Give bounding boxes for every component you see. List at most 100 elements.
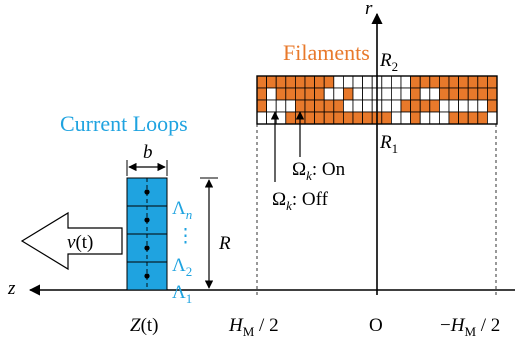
filament-cell-on bbox=[342, 87, 354, 101]
tick-z-t: Z(t) bbox=[130, 315, 159, 336]
filament-cell-off bbox=[381, 99, 392, 113]
filament-cell-on bbox=[342, 111, 354, 125]
filament-cell-on bbox=[314, 75, 325, 89]
filament-cell-off bbox=[256, 111, 268, 125]
filament-cell-on bbox=[294, 75, 306, 89]
filament-cell-off bbox=[448, 99, 460, 113]
filament-cell-on bbox=[304, 87, 316, 101]
filament-cell-off bbox=[486, 111, 498, 125]
tick-origin: O bbox=[369, 315, 383, 336]
filaments-label: Filaments bbox=[283, 40, 370, 65]
loop-3-center bbox=[144, 217, 150, 223]
filament-cell-on bbox=[256, 87, 268, 101]
filament-cell-on bbox=[438, 87, 450, 101]
filament-cell-off bbox=[342, 75, 354, 89]
filament-cell-off bbox=[342, 99, 354, 113]
filament-cell-off bbox=[390, 99, 402, 113]
filament-cell-off bbox=[467, 99, 479, 113]
velocity-arrow bbox=[20, 211, 123, 271]
filament-cell-on bbox=[410, 75, 421, 89]
filament-cell-on bbox=[429, 99, 440, 113]
filament-cell-off bbox=[390, 87, 402, 101]
filament-cell-on bbox=[410, 87, 421, 101]
filament-cell-on bbox=[486, 99, 498, 113]
filament-cell-off bbox=[323, 87, 335, 101]
filament-cell-off bbox=[400, 75, 412, 89]
filament-cell-on bbox=[314, 111, 325, 125]
filament-cell-off bbox=[275, 111, 287, 125]
filament-cell-on bbox=[256, 99, 268, 113]
r2-label: R2 bbox=[379, 50, 398, 74]
tick-hm-left: HM / 2 bbox=[228, 315, 279, 339]
velocity-label: v(t) bbox=[67, 232, 93, 253]
filament-cell-on bbox=[477, 75, 488, 89]
filament-cell-off bbox=[390, 111, 402, 125]
filament-cell-on bbox=[285, 75, 296, 89]
filament-cell-on bbox=[467, 75, 479, 89]
filament-cell-on bbox=[294, 99, 306, 113]
filament-cell-on bbox=[333, 99, 344, 113]
filament-cell-on bbox=[323, 99, 335, 113]
filament-cell-off bbox=[362, 99, 373, 113]
filament-cell-off bbox=[285, 99, 296, 113]
filament-cell-on bbox=[275, 75, 287, 89]
filament-cell-on bbox=[352, 111, 364, 125]
filament-cell-on bbox=[304, 99, 316, 113]
filament-cell-off bbox=[352, 99, 364, 113]
filament-cell-off bbox=[381, 87, 392, 101]
filament-cell-on bbox=[294, 87, 306, 101]
filament-cell-off bbox=[352, 75, 364, 89]
filament-cell-off bbox=[438, 99, 450, 113]
filament-cell-off bbox=[477, 99, 488, 113]
filament-cell-on bbox=[477, 111, 488, 125]
filament-cell-on bbox=[438, 75, 450, 89]
filament-cell-off bbox=[400, 111, 412, 125]
filament-cell-off bbox=[266, 87, 277, 101]
filament-cell-on bbox=[333, 111, 344, 125]
filament-cell-on bbox=[458, 87, 469, 101]
filament-cell-off bbox=[352, 87, 364, 101]
filament-cell-on bbox=[285, 87, 296, 101]
r1-label: R1 bbox=[379, 132, 398, 156]
filament-cell-on bbox=[448, 75, 460, 89]
filament-cell-on bbox=[285, 111, 296, 125]
filament-cell-off bbox=[438, 111, 450, 125]
filament-cell-on bbox=[419, 75, 431, 89]
filament-cell-on bbox=[467, 87, 479, 101]
lambda-dots: ⋮ bbox=[176, 226, 195, 247]
filament-cell-off bbox=[275, 99, 287, 113]
filament-cell-off bbox=[333, 75, 344, 89]
filament-cell-off bbox=[362, 87, 373, 101]
filament-cell-on bbox=[458, 111, 469, 125]
filament-cell-on bbox=[314, 87, 325, 101]
filament-cell-off bbox=[419, 87, 431, 101]
filament-cell-on bbox=[448, 111, 460, 125]
filament-cell-on bbox=[486, 75, 498, 89]
loop-n-center bbox=[144, 189, 150, 195]
filament-cell-on bbox=[419, 99, 431, 113]
omega-on-label: Ωk: On bbox=[292, 159, 346, 183]
filament-cell-off bbox=[390, 75, 402, 89]
current-loop-stack bbox=[126, 177, 168, 291]
filament-cell-on bbox=[410, 99, 421, 113]
filament-cell-on bbox=[266, 75, 277, 89]
filament-cell-off bbox=[429, 87, 440, 101]
filament-cell-on bbox=[477, 87, 488, 101]
filament-cell-on bbox=[448, 87, 460, 101]
loop-1-center bbox=[144, 273, 150, 279]
filament-cell-on bbox=[486, 87, 498, 101]
r-axis-label: r bbox=[365, 0, 373, 19]
current-loops-label: Current Loops bbox=[60, 111, 188, 136]
filament-cell-off bbox=[429, 111, 440, 125]
filament-cell-off bbox=[400, 87, 412, 101]
omega-off-label: Ωk: Off bbox=[272, 189, 329, 213]
filament-cell-off bbox=[266, 99, 277, 113]
filament-cell-on bbox=[381, 111, 392, 125]
filament-cell-on bbox=[304, 75, 316, 89]
filament-cell-off bbox=[458, 99, 469, 113]
filament-cell-on bbox=[314, 99, 325, 113]
filament-cell-on bbox=[275, 87, 287, 101]
filament-cell-on bbox=[400, 99, 412, 113]
filament-cell-on bbox=[410, 111, 421, 125]
